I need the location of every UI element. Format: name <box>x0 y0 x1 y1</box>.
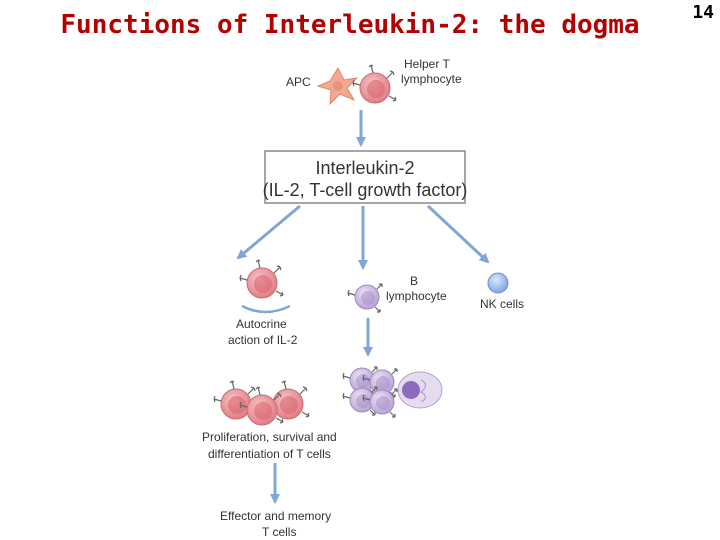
slide-number: 14 <box>692 2 714 23</box>
il2-box-line1: Interleukin-2 <box>315 158 414 178</box>
helper-t-label-line1: Helper T <box>404 57 450 71</box>
nk-cell-icon <box>487 272 509 294</box>
proliferation-label-line2: differentiation of T cells <box>208 447 331 461</box>
apc-cell-icon <box>316 66 359 106</box>
helper-t-cell-icon <box>352 64 397 104</box>
arrow-il2-to-t-cell <box>236 204 301 260</box>
helper-t-label-line2: lymphocyte <box>401 72 462 86</box>
proliferating-t-cells-icon <box>213 380 310 426</box>
autocrine-label-line1: Autocrine <box>236 317 287 331</box>
proliferation-label-line1: Proliferation, survival and <box>202 430 337 444</box>
il2-box-line2: (IL-2, T-cell growth factor) <box>263 180 468 200</box>
apc-label: APC <box>286 75 311 89</box>
t-cell-autocrine-icon <box>239 259 284 299</box>
autocrine-curve <box>241 304 291 314</box>
nk-cells-label: NK cells <box>480 297 524 311</box>
slide-title: Functions of Interleukin-2: the dogma <box>60 10 640 40</box>
autocrine-label-line2: action of IL-2 <box>228 333 298 347</box>
effector-label-line2: T cells <box>262 525 296 539</box>
b-cell-icon <box>347 283 383 313</box>
il2-box <box>264 150 466 204</box>
b-cell-label-line1: B <box>410 274 418 288</box>
b-cell-label-line2: lymphocyte <box>386 289 447 303</box>
plasma-cell-icon <box>397 371 443 409</box>
arrow-il2-to-nk <box>426 204 490 264</box>
b-cell-cluster-icon <box>342 366 398 418</box>
effector-label-line1: Effector and memory <box>220 509 331 523</box>
